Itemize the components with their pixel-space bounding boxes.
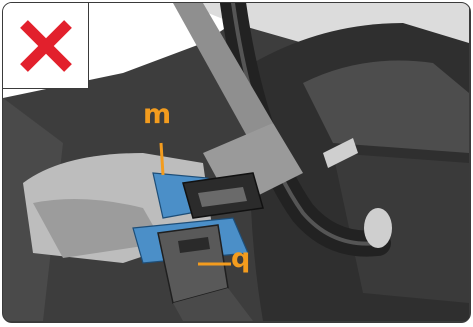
handle-pivot [364, 208, 392, 248]
shoulder-belt-upper [173, 3, 273, 138]
car-seat-side [333, 153, 469, 303]
latch-slot [178, 237, 210, 253]
illustration-frame: m q [2, 2, 471, 323]
label-q: q [231, 243, 251, 274]
status-box [3, 3, 89, 89]
buckle-slot [198, 187, 247, 207]
belt-guide [323, 138, 358, 168]
lap-belt [173, 288, 253, 321]
label-m: m [143, 99, 172, 130]
cross-icon [19, 19, 72, 72]
vehicle-seat-shadow [33, 199, 163, 258]
carry-handle-highlight [231, 3, 380, 246]
car-seat-canopy [303, 60, 469, 153]
pointer-line-m [159, 142, 165, 176]
car-seat-illustration [3, 3, 469, 321]
